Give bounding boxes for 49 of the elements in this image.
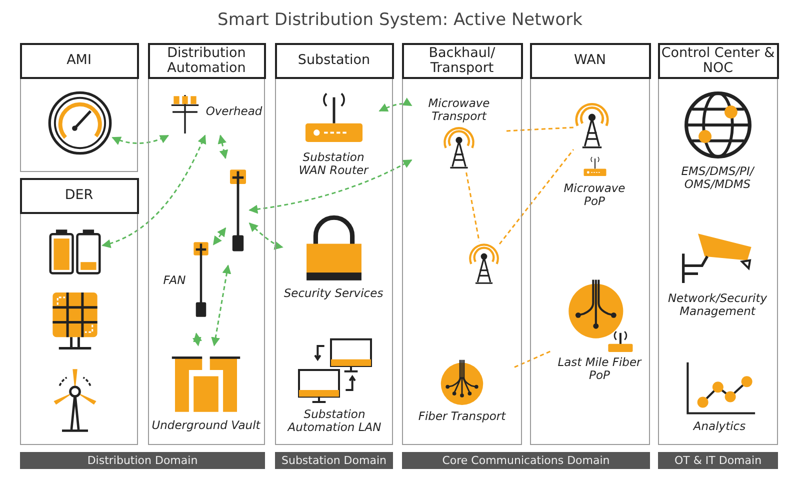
connector-line	[192, 332, 202, 346]
gauge-meter-icon	[46, 90, 112, 156]
column-panel	[20, 178, 138, 445]
radio-tower-icon	[574, 102, 610, 150]
icon-caption: Last Mile Fiber PoP	[556, 356, 643, 382]
connector-line	[211, 264, 232, 346]
icon-caption: Network/Security Management	[666, 292, 768, 318]
connector-line	[514, 350, 552, 368]
connector-line	[378, 98, 412, 112]
domain-bar: Core Communications Domain	[402, 452, 650, 469]
column-panel	[530, 43, 650, 445]
column-panel	[275, 43, 393, 445]
icon-caption: Overhead	[206, 105, 262, 118]
column-header: DER	[20, 178, 138, 214]
connector-line	[248, 159, 412, 214]
icon-caption: EMS/DMS/PI/ OMS/MDMS	[680, 164, 756, 190]
column-header: Substation	[274, 42, 394, 78]
icon-caption: Substation Automation LAN	[286, 408, 382, 434]
battery-icon	[46, 228, 102, 276]
connector-line	[466, 172, 480, 242]
icon-caption: FAN	[163, 274, 186, 287]
column-panel	[148, 43, 265, 445]
column-header: WAN	[530, 42, 650, 78]
column-header: Control Center & NOC	[658, 42, 778, 78]
icon-caption: Security Services	[284, 287, 384, 300]
connector-line	[102, 134, 206, 248]
column-panel	[402, 43, 522, 445]
connector-line	[498, 149, 574, 245]
icon-caption: Underground Vault	[152, 419, 260, 432]
diagram-title: Smart Distribution System: Active Network	[216, 10, 584, 30]
column-header: AMI	[20, 42, 138, 78]
domain-bar: Distribution Domain	[20, 452, 265, 469]
connector-line	[506, 126, 574, 132]
icon-caption: Analytics	[693, 420, 746, 432]
connector-line	[212, 227, 226, 246]
connector-line	[112, 134, 170, 145]
icon-caption: Microwave Transport	[427, 96, 491, 122]
column-header: Distribution Automation	[148, 42, 266, 78]
connector-line	[248, 222, 284, 250]
icon-caption: Microwave PoP	[562, 182, 626, 208]
icon-caption: Fiber Transport	[418, 410, 506, 423]
column-header: Backhaul/ Transport	[402, 42, 522, 78]
connector-line	[218, 134, 228, 160]
domain-bar: Substation Domain	[275, 452, 393, 469]
column-panel	[658, 43, 778, 445]
column-panel	[20, 43, 138, 172]
solar-panel-icon	[50, 290, 100, 352]
domain-bar: OT & IT Domain	[658, 452, 778, 469]
icon-caption: Substation WAN Router	[298, 150, 370, 176]
